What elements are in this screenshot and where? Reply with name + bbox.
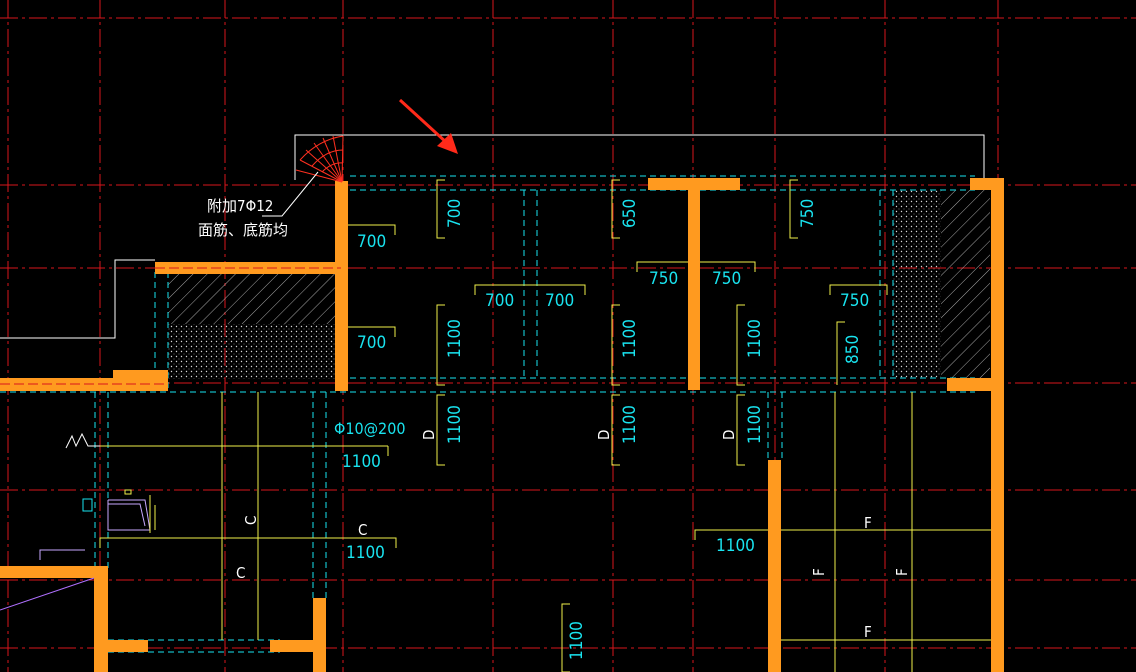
section-mark-f4: F bbox=[864, 623, 872, 641]
dim-1100-h2: 1100 bbox=[346, 543, 385, 563]
dim-750-d: 750 bbox=[840, 291, 869, 311]
horizontal-dim-labels: 700 700 700 700 750 750 750 1100 1100 11… bbox=[342, 232, 869, 563]
section-mark-c1: C bbox=[242, 516, 260, 525]
section-mark-f3: F bbox=[893, 568, 911, 576]
section-mark-f1: F bbox=[864, 514, 872, 532]
dim-750-a: 750 bbox=[649, 269, 678, 289]
hatch-region-right bbox=[893, 190, 990, 378]
rebar-note-line2: 面筋、底筋均 bbox=[198, 221, 288, 239]
wall-centerlines bbox=[0, 267, 341, 385]
section-mark-d3: D bbox=[720, 430, 738, 440]
section-marks: D D D C C C F F F F bbox=[236, 430, 911, 641]
dim-1100-v6: 1100 bbox=[745, 405, 765, 444]
dim-700-c: 700 bbox=[485, 291, 514, 311]
section-mark-c2: C bbox=[358, 521, 367, 539]
section-mark-f2: F bbox=[810, 568, 828, 576]
dim-700-e: 700 bbox=[445, 199, 465, 228]
rebar-annotation: 附加7Φ12 面筋、底筋均 bbox=[198, 197, 288, 239]
leader-line bbox=[262, 171, 319, 217]
slab-dashed-outlines bbox=[0, 175, 975, 653]
pointer-arrow bbox=[398, 98, 458, 154]
dim-1100-v4: 1100 bbox=[620, 405, 640, 444]
dimension-lines bbox=[99, 179, 998, 672]
dim-650: 650 bbox=[620, 199, 640, 228]
dim-1100-h1: 1100 bbox=[342, 452, 381, 472]
rebar-fan-detail bbox=[295, 135, 344, 183]
dim-750-c: 750 bbox=[798, 199, 818, 228]
dim-1100-v7: 1100 bbox=[567, 621, 587, 660]
dim-700-a: 700 bbox=[357, 232, 386, 252]
dim-700-b: 700 bbox=[357, 333, 386, 353]
section-mark-d1: D bbox=[420, 430, 438, 440]
dim-750-b: 750 bbox=[712, 269, 741, 289]
dim-700-d: 700 bbox=[545, 291, 574, 311]
dim-1100-h3: 1100 bbox=[716, 536, 755, 556]
section-mark-d2: D bbox=[595, 430, 613, 440]
section-mark-c3: C bbox=[236, 564, 245, 582]
walls bbox=[0, 178, 1004, 672]
dim-1100-v2: 1100 bbox=[445, 405, 465, 444]
dim-1100-v3: 1100 bbox=[620, 319, 640, 358]
dim-1100-v1: 1100 bbox=[445, 319, 465, 358]
rebar-spec-label: Φ10@200 bbox=[334, 419, 406, 438]
dim-1100-v5: 1100 bbox=[745, 319, 765, 358]
hatch-region-left bbox=[168, 272, 335, 379]
dim-850: 850 bbox=[843, 335, 863, 364]
misc-symbols bbox=[0, 432, 156, 611]
rebar-note-line1: 附加7Φ12 bbox=[207, 197, 273, 215]
vertical-dim-labels: 700 650 750 1100 1100 1100 1100 1100 110… bbox=[445, 199, 863, 660]
